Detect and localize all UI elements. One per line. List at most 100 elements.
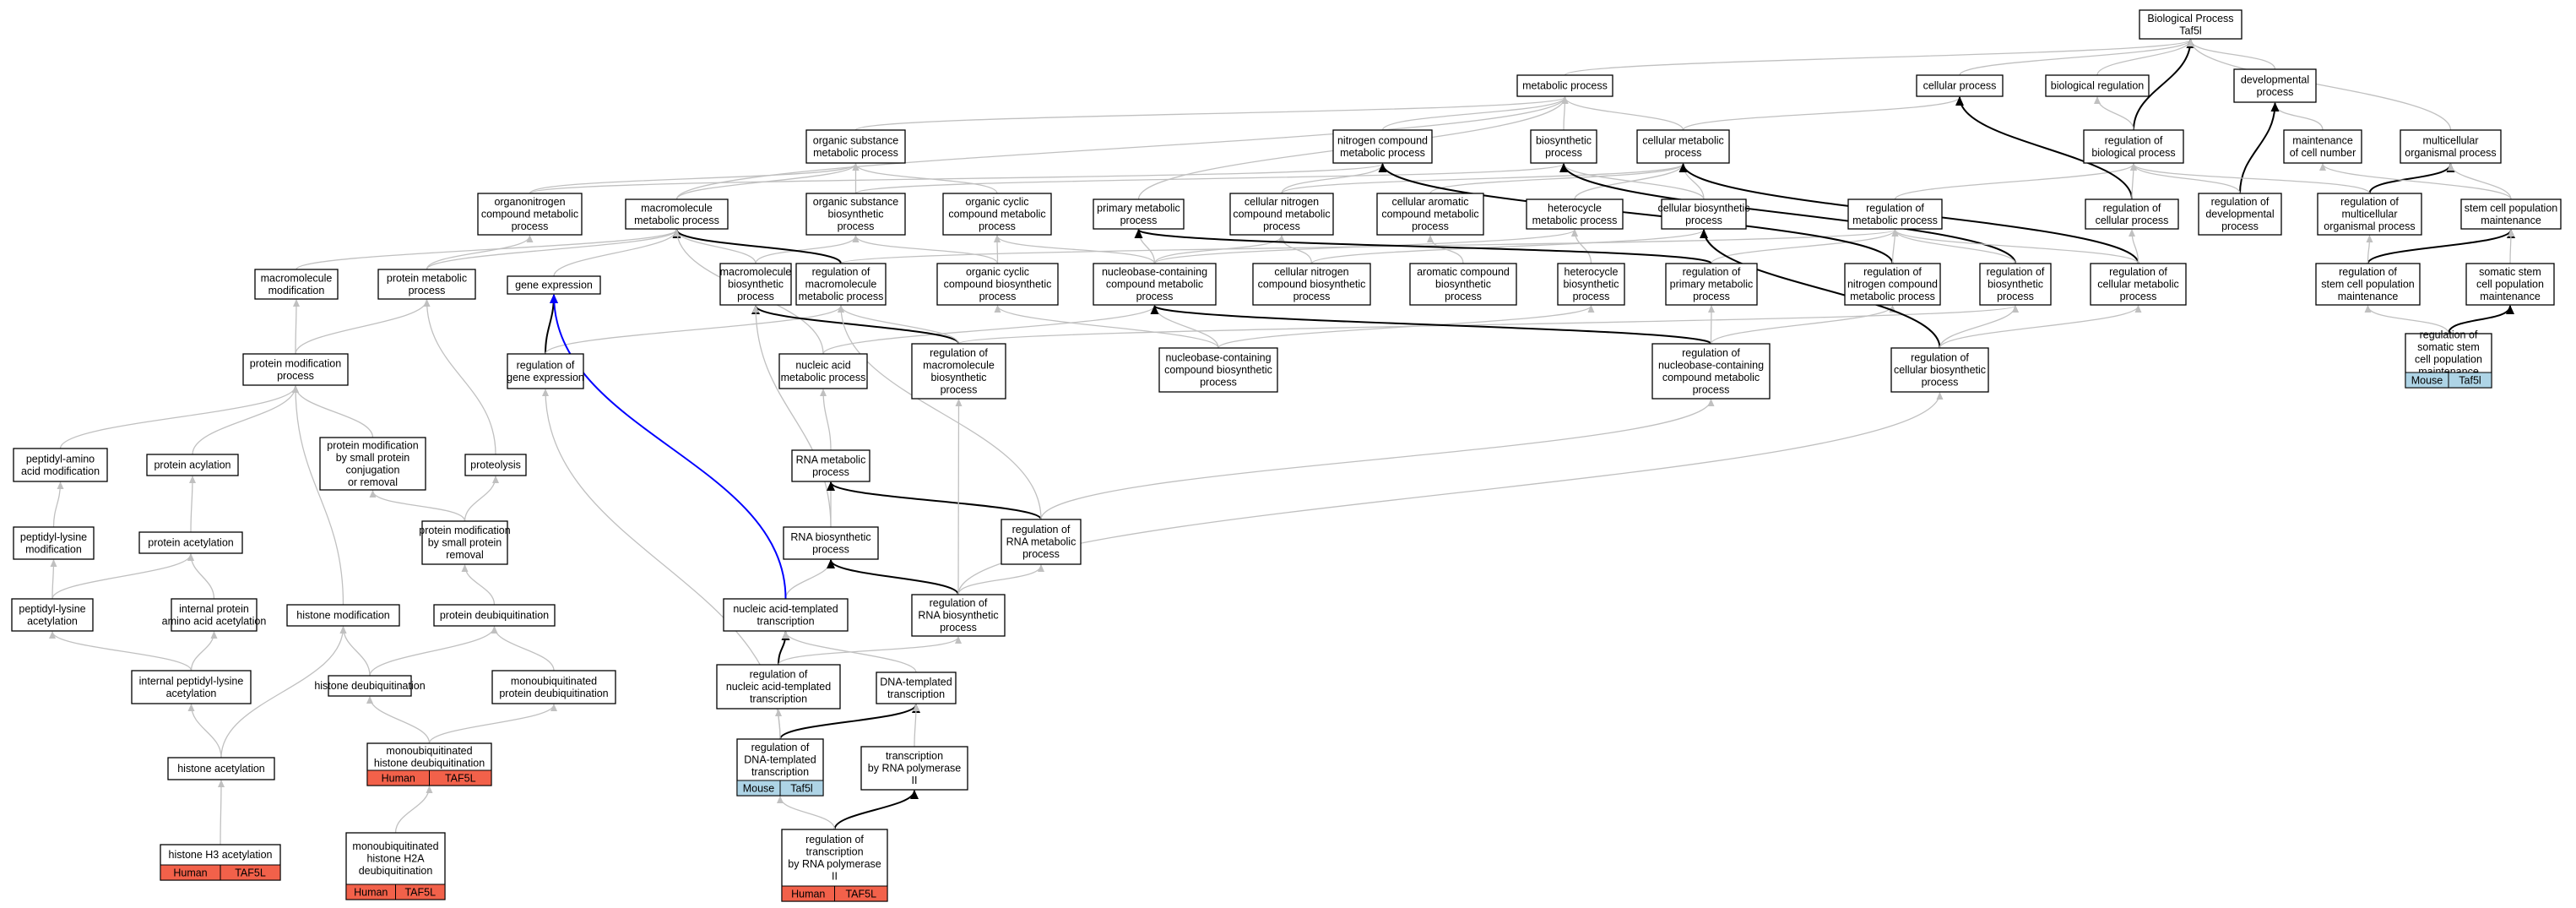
- go-node-hmod[interactable]: histone modification: [286, 604, 400, 627]
- go-node-cp[interactable]: cellular process: [1916, 74, 2004, 97]
- go-node-label-line: process: [2120, 291, 2157, 302]
- edge-mp-to-bp: [1564, 39, 2194, 76]
- go-node-label-line: biosynthetic: [1988, 279, 2043, 291]
- go-node-label-line: DNA-templated: [880, 676, 952, 688]
- go-node-label-line: biological process: [2091, 147, 2175, 159]
- edge-mm-to-mmp: [296, 229, 681, 270]
- go-node-hdeub[interactable]: histone deubiquitination: [314, 675, 426, 697]
- go-node-label-line: Biological Process: [2147, 13, 2233, 24]
- go-node-label-line: by RNA polymerase: [868, 763, 962, 775]
- go-node-pacyl[interactable]: protein acylation: [146, 454, 239, 476]
- go-node-mp[interactable]: metabolic process: [1516, 74, 1613, 97]
- go-node-hacet[interactable]: histone acetylation: [167, 757, 275, 780]
- go-node-label-line: transcription: [887, 688, 945, 700]
- go-node-label-line: histone H3 acetylation: [169, 849, 273, 861]
- go-node-rnccmp[interactable]: regulation ofnucleobase-containingcompou…: [1651, 343, 1771, 400]
- go-node-pdeub[interactable]: protein deubiquitination: [433, 604, 556, 627]
- go-node-ge[interactable]: gene expression: [507, 275, 601, 295]
- edge-nccmp-to-cncmp: [1153, 235, 1285, 264]
- go-node-label-line: internal protein: [179, 603, 249, 615]
- edge-rnatt-to-rrnabp: [778, 636, 962, 666]
- go-node-label-line: heterocycle: [1548, 202, 1602, 214]
- go-node-box: [2233, 68, 2317, 103]
- go-node-rdtt[interactable]: regulation ofDNA-templatedtranscriptionM…: [736, 738, 824, 797]
- go-node-label-line: protein deubiquitination: [499, 688, 608, 699]
- go-node-box: [911, 594, 1006, 637]
- go-node-label-line: maintenance: [2480, 291, 2541, 302]
- go-node-pacet[interactable]: protein acetylation: [138, 531, 243, 554]
- go-node-label-line: compound metabolic: [1381, 209, 1478, 220]
- go-node-rmbp[interactable]: regulation ofmacromoleculebiosyntheticpr…: [911, 343, 1006, 400]
- go-node-prot[interactable]: proteolysis: [464, 454, 527, 476]
- go-node-breg[interactable]: biological regulation: [2045, 74, 2150, 97]
- go-node-label-line: regulation of: [930, 597, 988, 609]
- go-node-label-line: cellular biosynthetic: [1657, 202, 1749, 214]
- edge-cncmp-to-ncmp: [1281, 163, 1386, 194]
